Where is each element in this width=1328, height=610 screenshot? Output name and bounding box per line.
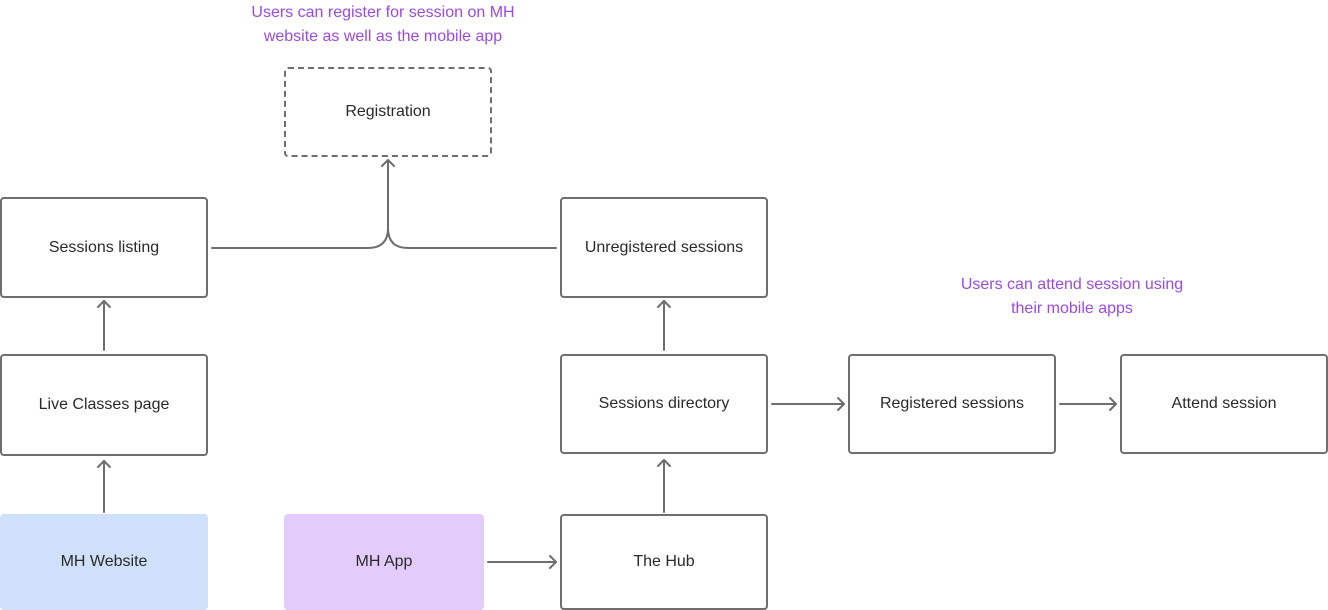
node-registered-sessions: Registered sessions: [848, 354, 1056, 454]
connector-sessions-listing-to-registration: [211, 159, 389, 249]
arrowhead-unregistered: [657, 300, 671, 308]
registration-note-line-2: website as well as the mobile app: [263, 28, 503, 45]
arrowhead-registered: [837, 397, 845, 411]
arrowhead-registration: [381, 159, 395, 167]
node-attend-session: Attend session: [1120, 354, 1328, 454]
node-registered-sessions-label: Registered sessions: [879, 395, 1025, 413]
node-sessions-listing: Sessions listing: [0, 197, 208, 298]
node-unregistered-sessions: Unregistered sessions: [560, 197, 768, 298]
node-sessions-listing-label: Sessions listing: [48, 238, 160, 256]
arrowhead-directory: [657, 459, 671, 467]
arrowhead-sessions-listing: [97, 300, 111, 308]
node-mh-website: MH Website: [0, 514, 208, 610]
node-the-hub: The Hub: [560, 514, 768, 610]
node-the-hub-label: The Hub: [633, 553, 695, 571]
node-registration-label: Registration: [345, 103, 431, 121]
node-unregistered-sessions-label: Unregistered sessions: [584, 238, 744, 256]
node-sessions-directory: Sessions directory: [560, 354, 768, 454]
connector-unregistered-to-registration: [387, 227, 557, 249]
attend-note: Users can attend session using their mob…: [920, 273, 1224, 321]
registration-note: Users can register for session on MH web…: [200, 1, 566, 49]
arrowhead-live-classes: [97, 460, 111, 468]
node-live-classes-page-label: Live Classes page: [38, 396, 170, 414]
node-attend-session-label: Attend session: [1171, 395, 1277, 413]
node-mh-website-label: MH Website: [60, 553, 148, 571]
node-mh-app: MH App: [284, 514, 484, 610]
node-registration: Registration: [284, 67, 492, 157]
attend-note-line-2: their mobile apps: [1011, 300, 1133, 317]
arrowhead-attend: [1109, 397, 1117, 411]
attend-note-line-1: Users can attend session using: [960, 276, 1184, 293]
node-live-classes-page: Live Classes page: [0, 354, 208, 456]
node-sessions-directory-label: Sessions directory: [598, 395, 730, 413]
arrowhead-hub: [549, 555, 557, 569]
node-mh-app-label: MH App: [355, 553, 413, 571]
registration-note-line-1: Users can register for session on MH: [251, 4, 515, 21]
